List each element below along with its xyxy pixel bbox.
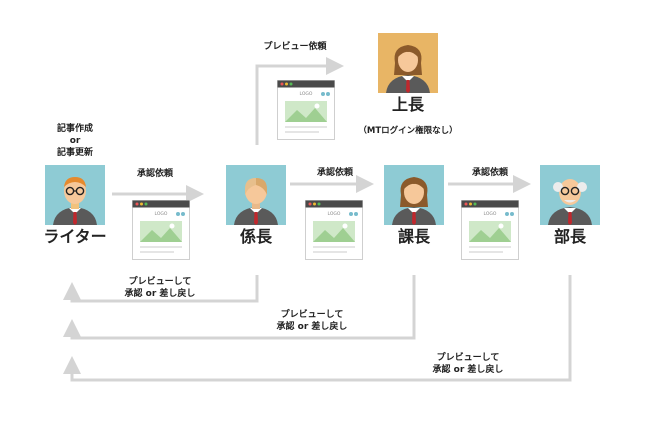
edge-label-approve-1: 承認依頼	[136, 169, 173, 179]
kakari-avatar	[226, 165, 286, 225]
arrow-kakari-to-jocho	[255, 57, 344, 145]
return-label-kakari: プレビューして承認 or 差し戻し	[124, 277, 196, 299]
webpage-icon-1: LOGO	[132, 200, 190, 260]
jocho-avatar	[378, 33, 438, 93]
svg-text:LOGO: LOGO	[328, 211, 341, 217]
return-arrow-kakari	[63, 275, 259, 303]
elder-with-glasses-icon	[540, 165, 600, 225]
node-name-kakari: 係長	[239, 227, 272, 246]
svg-text:LOGO: LOGO	[484, 211, 497, 217]
node-name-kacho: 課長	[397, 227, 430, 246]
svg-text:LOGO: LOGO	[155, 211, 168, 217]
return-arrow-bucho	[63, 275, 572, 382]
return-label-bucho: プレビューして承認 or 差し戻し	[432, 353, 504, 375]
webpage-icon-2: LOGO	[305, 200, 363, 260]
return-label-kacho: プレビューして承認 or 差し戻し	[276, 310, 348, 332]
node-name-jocho: 上長	[391, 95, 424, 114]
return-arrow-kacho	[63, 275, 416, 340]
writer-avatar	[45, 165, 105, 225]
person-icon	[226, 165, 286, 225]
bucho-avatar	[540, 165, 600, 225]
jocho-note: （MTログイン権限なし）	[358, 126, 458, 136]
webpage-icon-4: LOGO	[277, 80, 335, 140]
edge-label-preview-request: プレビュー依頼	[263, 42, 327, 52]
node-name-writer: ライター	[43, 227, 107, 246]
edge-label-approve-3: 承認依頼	[471, 168, 508, 178]
person-with-glasses-icon	[45, 165, 105, 225]
woman-icon	[384, 165, 444, 225]
node-name-bucho: 部長	[553, 227, 586, 246]
svg-text:LOGO: LOGO	[300, 91, 313, 97]
webpage-icon-3: LOGO	[461, 200, 519, 260]
woman-icon	[378, 33, 438, 93]
kacho-avatar	[384, 165, 444, 225]
writer-action-label: 記事作成 or 記事更新	[56, 124, 93, 158]
edge-label-approve-2: 承認依頼	[316, 168, 353, 178]
